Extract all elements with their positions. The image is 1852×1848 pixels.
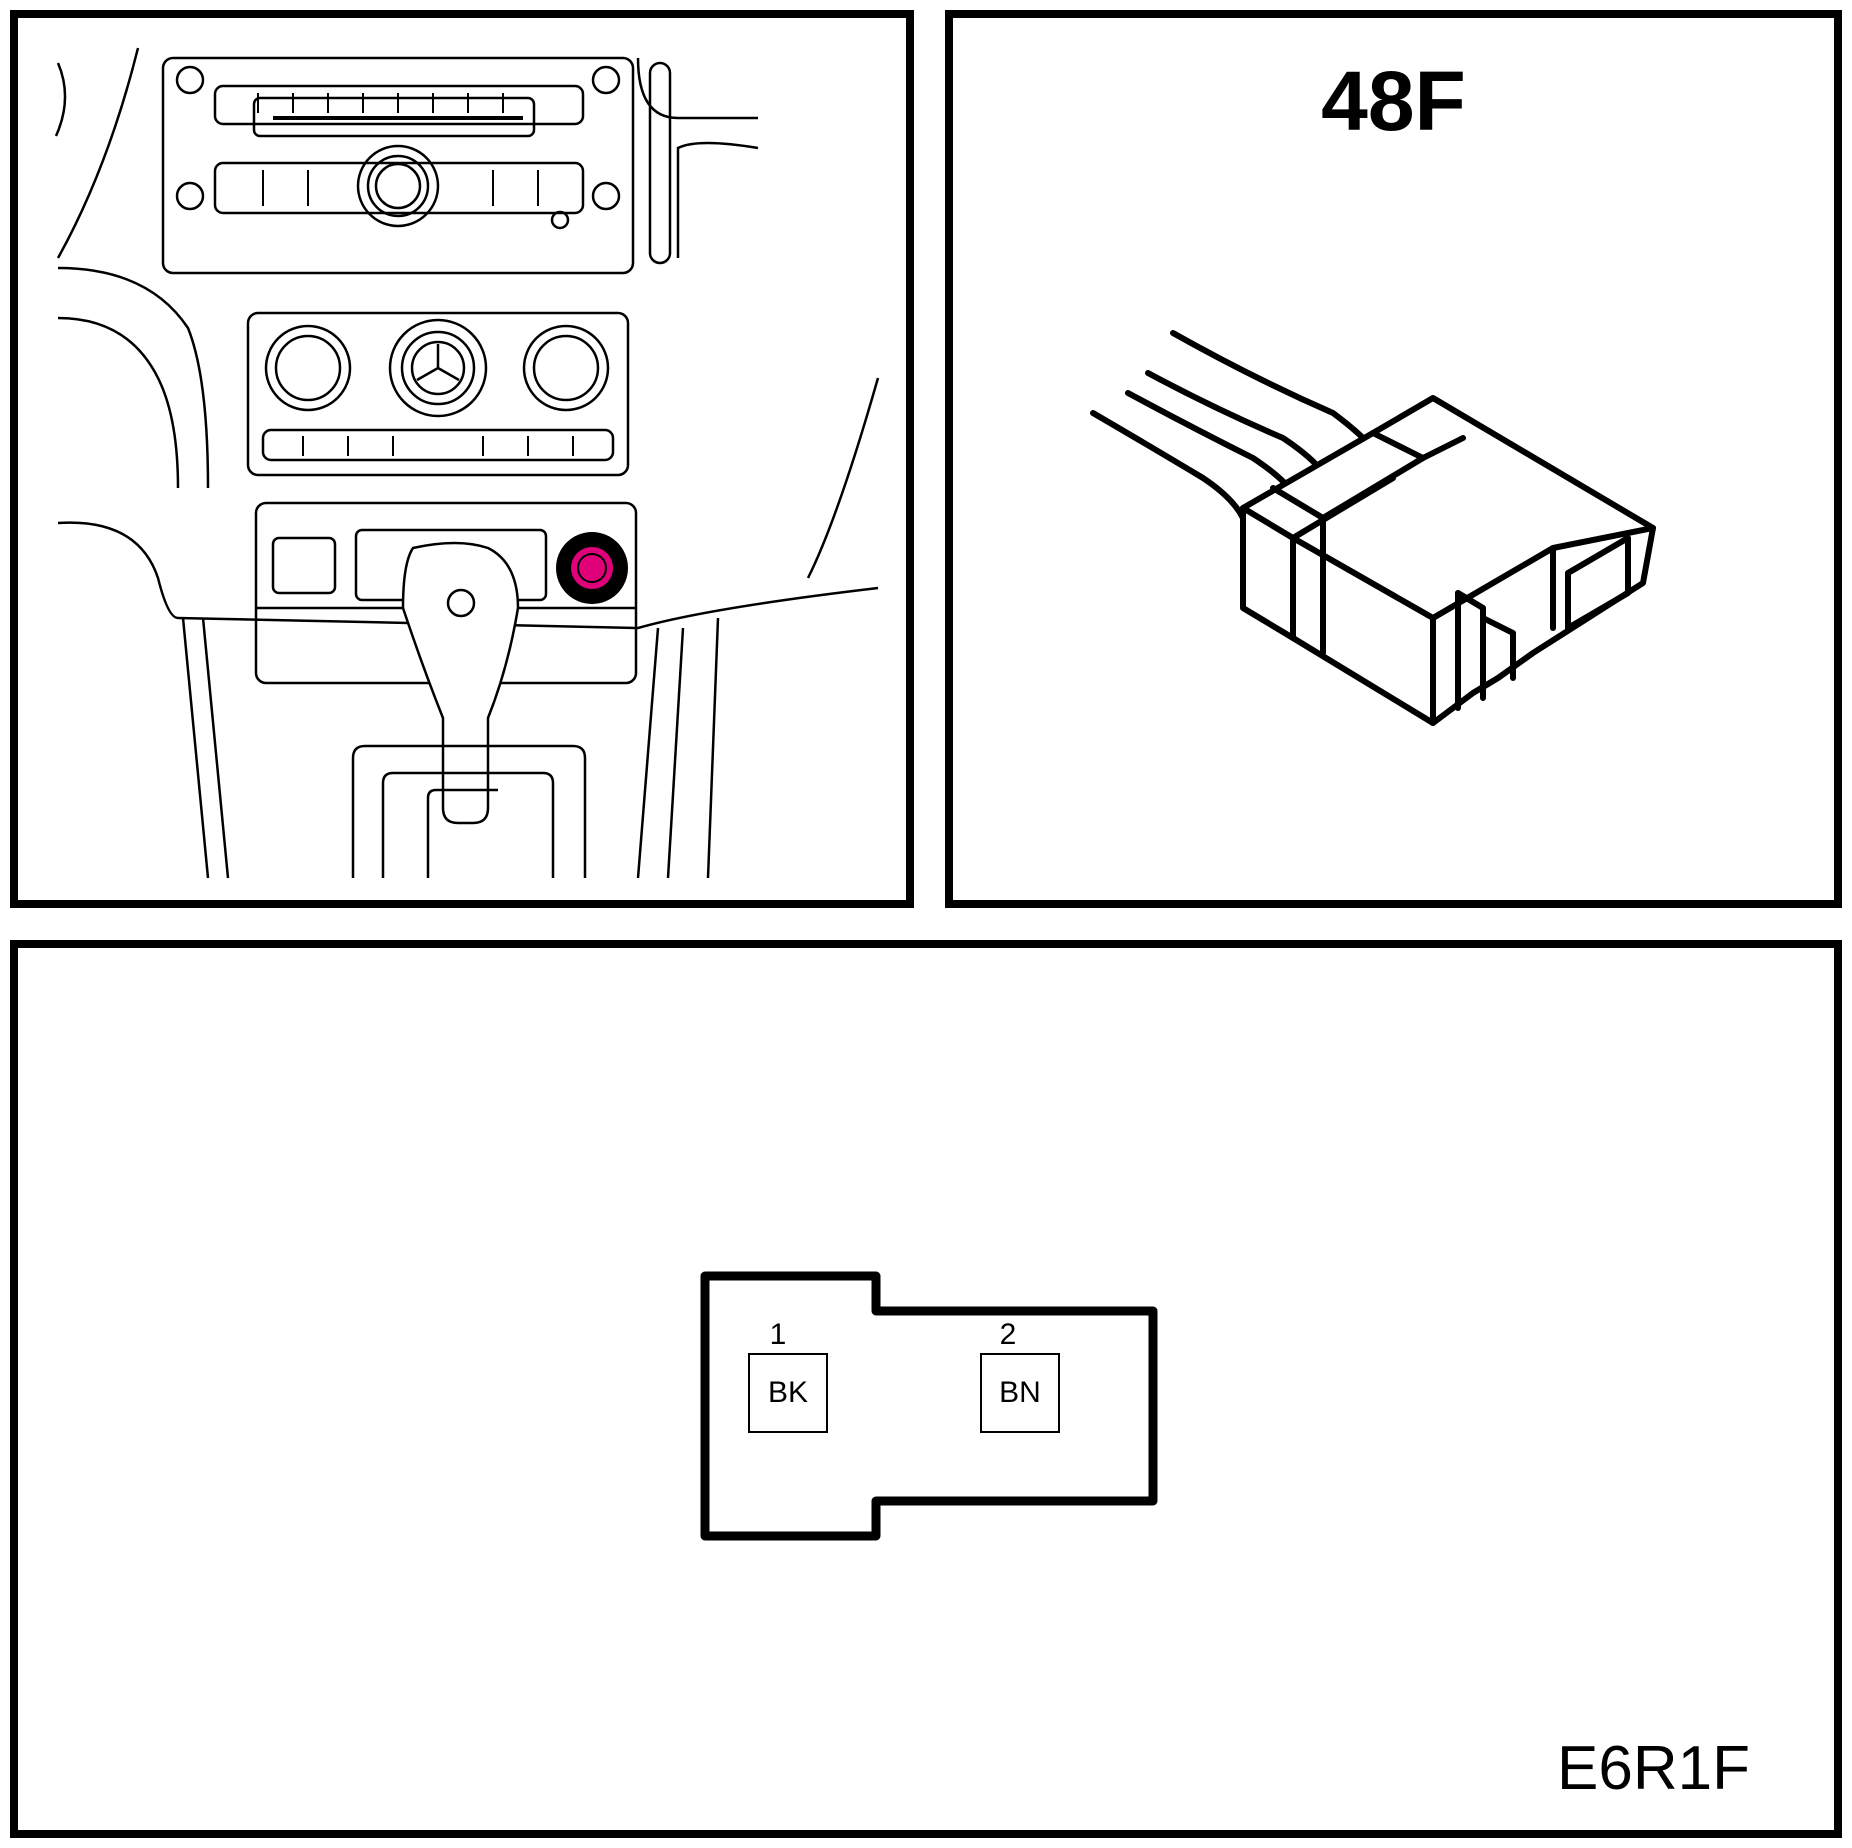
pin-number: 2 [999,1318,1017,1351]
pin-cavity: BN [980,1353,1060,1433]
pin-number: 1 [769,1318,787,1351]
location-panel [10,10,914,908]
center-console-drawing [54,47,880,879]
connector-panel: 48F [945,10,1842,908]
pin-wire-color: BN [999,1376,1041,1409]
connector-face-outline [700,1271,1158,1541]
pin-wire-color: BK [767,1376,809,1409]
pinout-panel: 1 BK 2 BN E6R1F [10,940,1842,1838]
connector-illustration [1090,330,1656,726]
connector-id-label: 48F [1321,54,1466,148]
pin-cavity: BK [748,1353,828,1433]
figure-code: E6R1F [1557,1734,1750,1803]
